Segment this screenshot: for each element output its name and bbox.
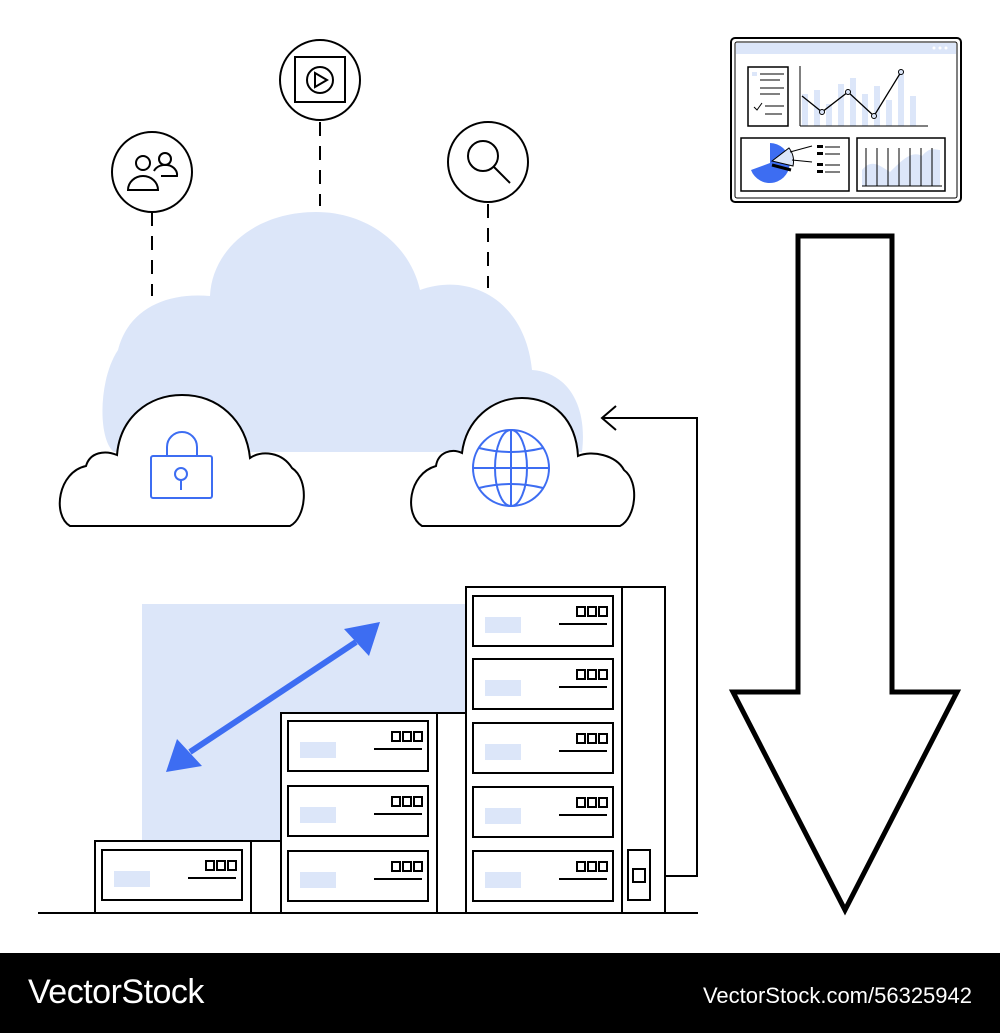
right-cloud — [410, 396, 636, 527]
dashboard-icon — [730, 37, 962, 203]
lock-icon — [150, 431, 213, 499]
search-icon — [447, 121, 529, 203]
play-icon — [279, 39, 361, 121]
return-arrow — [600, 405, 698, 877]
watermark-footer: VectorStock VectorStock.com/56325942 — [0, 953, 1000, 1033]
globe-icon — [472, 429, 550, 507]
main-cloud — [102, 212, 583, 452]
server-rack-medium — [280, 712, 468, 914]
server-rack-large — [465, 586, 666, 914]
users-icon — [111, 131, 193, 213]
footer-url: VectorStock.com/56325942 — [702, 983, 972, 1008]
footer-brand: VectorStock — [28, 973, 204, 1011]
left-cloud — [58, 393, 305, 527]
cloud-server-illustration — [38, 37, 962, 916]
down-arrow-icon — [728, 233, 962, 916]
server-rack-small — [94, 840, 282, 914]
double-arrow-icon — [166, 622, 380, 772]
